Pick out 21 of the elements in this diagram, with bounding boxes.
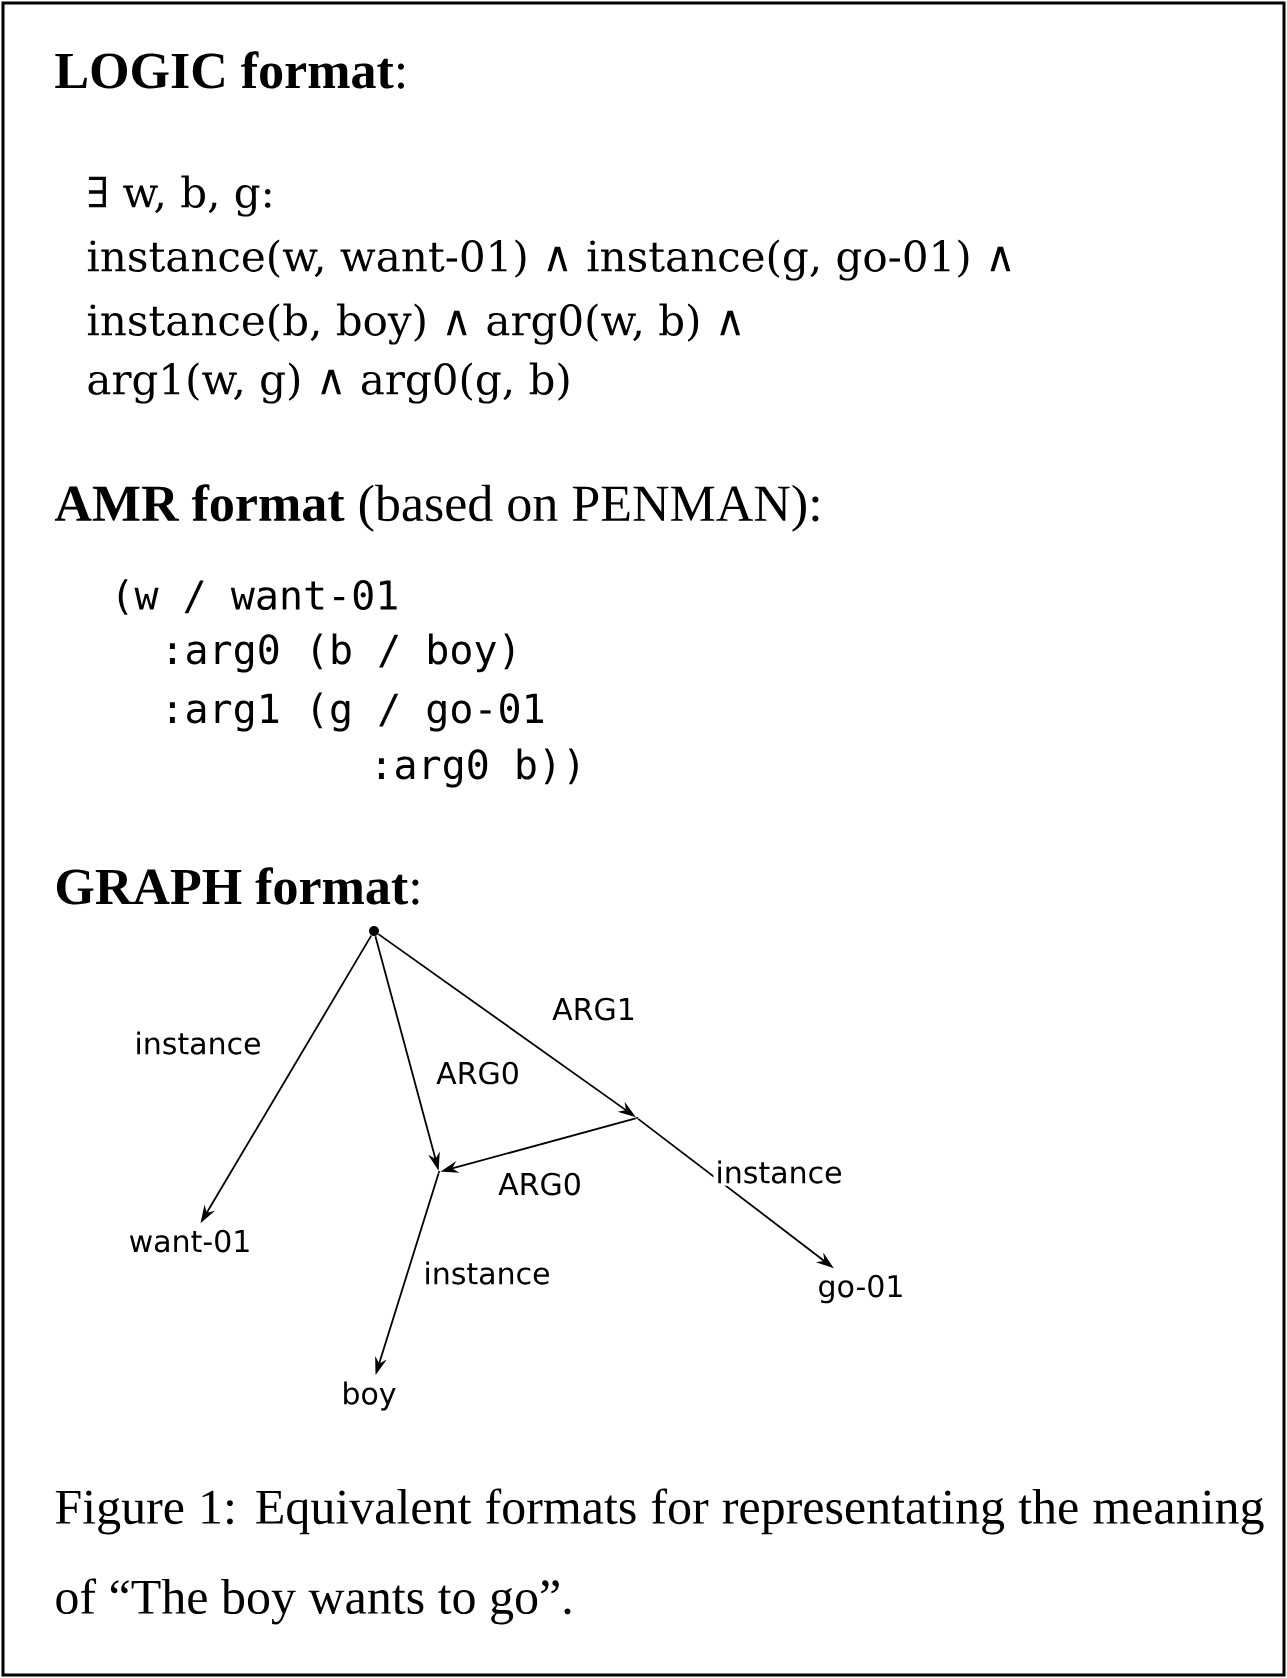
section-heading: GRAPH format:	[56, 867, 419, 905]
section-heading: AMR format (based on PENMAN):	[54, 484, 819, 532]
edge-label: ARG0	[496, 1170, 584, 1198]
node-label: go-01	[819, 1274, 902, 1304]
formula-line: ∃ w, b, g:	[88, 175, 271, 217]
code-line: :arg0 b))	[378, 748, 578, 788]
edge-label: instance	[713, 1158, 845, 1186]
edge-label: instance	[421, 1259, 553, 1287]
node-label: boy	[344, 1381, 396, 1411]
edge-label: instance	[132, 1029, 264, 1057]
edge-label: ARG1	[550, 995, 638, 1023]
code-line: (w / want-01	[118, 579, 397, 615]
edge-label: ARG0	[434, 1059, 522, 1087]
formula-line: instance(w, want-01) ∧ instance(g, go-01) ∧	[87, 239, 1011, 281]
caption: Figure 1: Equivalent formats for representating the meaning of “The boy wants to go”.	[55, 1488, 1264, 1625]
formula-line: arg1(w, g) ∧ arg0(g, b)	[88, 362, 569, 404]
node-label: want-01	[129, 1229, 249, 1253]
code-line: :arg1 (g / go-01	[169, 692, 543, 732]
code-line: :arg0 (b / boy)	[169, 633, 514, 673]
section-heading: LOGIC format:	[55, 51, 404, 89]
formula-line: instance(b, boy) ∧ arg0(w, b) ∧	[87, 303, 741, 345]
